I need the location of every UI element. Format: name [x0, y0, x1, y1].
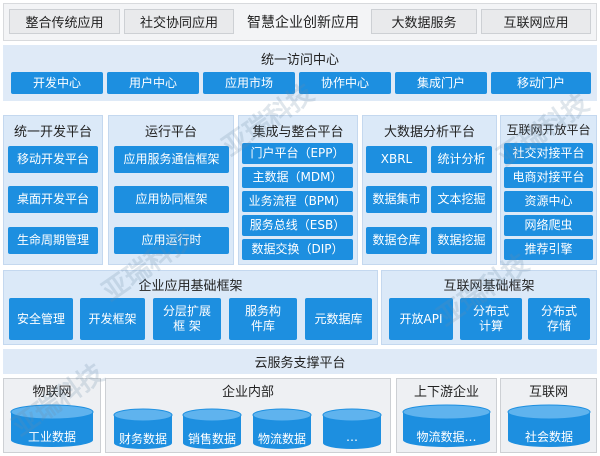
- db-industrial-label: 工业数据: [27, 430, 76, 444]
- access-collab-center[interactable]: 协作中心: [299, 72, 391, 94]
- fw-distributed-compute[interactable]: 分布式 计算: [460, 298, 522, 340]
- fw-metadata[interactable]: 元数据库: [305, 298, 372, 340]
- enterprise-framework-title: 企业应用基础框架: [138, 279, 243, 294]
- source-iot-title: 物联网: [32, 384, 72, 400]
- access-dev-center[interactable]: 开发中心: [11, 72, 103, 94]
- db-industrial[interactable]: 工业数据: [9, 404, 95, 448]
- top-app-bigdata[interactable]: 大数据服务: [371, 9, 477, 34]
- bigdata-mart[interactable]: 数据集市: [366, 186, 427, 213]
- bigdata-warehouse[interactable]: 数据仓库: [366, 227, 427, 254]
- database-icon: [402, 404, 491, 448]
- bigdata-stats[interactable]: 统计分析: [431, 146, 492, 173]
- integration-epp[interactable]: 门户平台（EPP）: [242, 143, 353, 164]
- fw-dev-framework[interactable]: 开发框架: [80, 298, 145, 340]
- source-supply-title: 上下游企业: [413, 384, 479, 400]
- database-icon: [322, 408, 382, 449]
- internet-recommender[interactable]: 推荐引擎: [504, 239, 593, 260]
- run-collab-framework[interactable]: 应用协同框架: [114, 186, 229, 213]
- integration-dip[interactable]: 数据交换（DIP）: [242, 239, 353, 260]
- bigdata-data-mining[interactable]: 数据挖掘: [431, 227, 492, 254]
- db-sales-label: 销售数据: [187, 432, 236, 446]
- db-finance[interactable]: 财务数据: [112, 408, 174, 450]
- run-comm-framework[interactable]: 应用服务通信框架: [114, 146, 229, 173]
- db-finance-label: 财务数据: [118, 432, 167, 446]
- bigdata-platform-title: 大数据分析平台: [383, 125, 475, 140]
- database-icon: [252, 408, 312, 449]
- dev-mobile[interactable]: 移动开发平台: [8, 146, 98, 173]
- top-center-title: 智慧企业创新应用: [247, 14, 359, 31]
- db-supply[interactable]: 物流数据…: [401, 404, 492, 448]
- db-sales[interactable]: 销售数据: [181, 408, 243, 450]
- access-integration-portal[interactable]: 集成门户: [395, 72, 487, 94]
- integration-mdm[interactable]: 主数据（MDM）: [242, 167, 353, 188]
- fw-component-lib[interactable]: 服务构 件库: [229, 298, 297, 340]
- fw-layered[interactable]: 分层扩展 框 架: [153, 298, 221, 340]
- dev-desktop[interactable]: 桌面开发平台: [8, 186, 98, 213]
- source-web-title: 互联网: [528, 384, 568, 400]
- integration-esb[interactable]: 服务总线（ESB）: [242, 215, 353, 236]
- cloud-title: 云服务支撑平台: [254, 356, 346, 371]
- access-mobile-portal[interactable]: 移动门户: [491, 72, 591, 94]
- db-logistics-label: 物流数据: [257, 432, 306, 446]
- database-icon: [113, 408, 173, 449]
- internet-social[interactable]: 社交对接平台: [504, 143, 593, 164]
- db-more[interactable]: …: [321, 408, 383, 450]
- db-more-label: …: [346, 430, 358, 444]
- source-internal-title: 企业内部: [221, 384, 274, 400]
- database-icon: [10, 404, 94, 447]
- internet-crawler[interactable]: 网络爬虫: [504, 215, 593, 236]
- fw-distributed-storage[interactable]: 分布式 存储: [528, 298, 590, 340]
- fw-security[interactable]: 安全管理: [9, 298, 73, 340]
- top-app-legacy[interactable]: 整合传统应用: [9, 9, 120, 34]
- run-runtime[interactable]: 应用运行时: [114, 227, 229, 254]
- db-social-label: 社会数据: [524, 430, 573, 444]
- cloud-band: [3, 349, 597, 374]
- top-app-internet[interactable]: 互联网应用: [481, 9, 591, 34]
- top-app-social[interactable]: 社交协同应用: [124, 9, 234, 34]
- access-app-market[interactable]: 应用市场: [203, 72, 295, 94]
- dev-lifecycle[interactable]: 生命周期管理: [8, 227, 98, 254]
- integration-platform-title: 集成与整合平台: [252, 125, 344, 140]
- db-logistics[interactable]: 物流数据: [251, 408, 313, 450]
- integration-bpm[interactable]: 业务流程（BPM）: [242, 191, 353, 212]
- bigdata-text-mining[interactable]: 文本挖掘: [431, 186, 492, 213]
- internet-resource[interactable]: 资源中心: [504, 191, 593, 212]
- run-platform-title: 运行平台: [144, 125, 197, 140]
- internet-framework-title: 互联网基础框架: [443, 279, 535, 294]
- access-center-title: 统一访问中心: [260, 52, 339, 68]
- internet-ecommerce[interactable]: 电商对接平台: [504, 167, 593, 188]
- access-user-center[interactable]: 用户中心: [107, 72, 199, 94]
- dev-platform-title: 统一开发平台: [13, 125, 92, 140]
- database-icon: [182, 408, 242, 449]
- db-supply-label: 物流数据…: [416, 430, 477, 444]
- bigdata-xbrl[interactable]: XBRL: [366, 146, 427, 173]
- internet-platform-title: 互联网开放平台: [506, 123, 591, 137]
- database-icon: [507, 404, 591, 447]
- db-social[interactable]: 社会数据: [506, 404, 592, 448]
- fw-open-api[interactable]: 开放API: [389, 298, 453, 340]
